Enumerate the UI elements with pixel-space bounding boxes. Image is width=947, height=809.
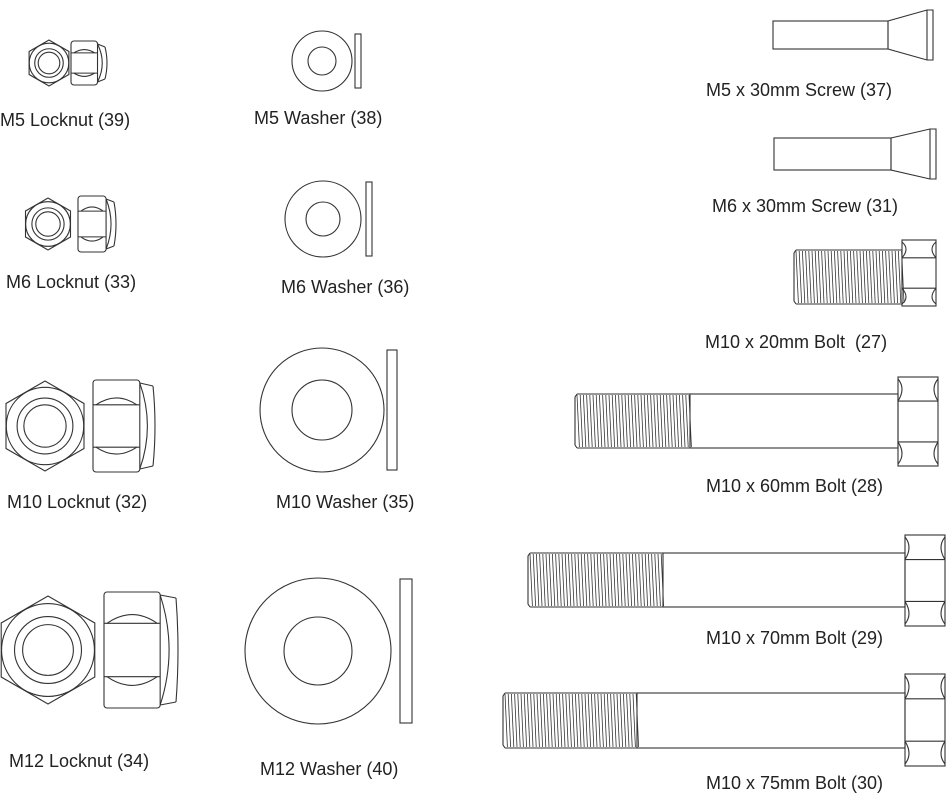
m10-75mm-bolt-label: M10 x 75mm Bolt (30) [706,773,884,793]
m6-30mm-screw-icon [773,128,937,180]
m10-60mm-bolt-icon [574,376,939,467]
m5-washer-label: M5 Washer (38) [254,108,383,128]
m5-screw-label: M5 x 30mm Screw (37) [706,80,893,100]
m6-locknut-icon [24,195,117,253]
m10-70mm-bolt-icon [527,534,946,627]
m5-30mm-screw-icon [772,9,934,61]
m10-20mm-bolt-label: M10 x 20mm Bolt (27) [705,332,888,352]
m12-washer-label: M12 Washer (40) [260,759,399,779]
m5-locknut-icon [28,39,108,87]
m10-locknut-label: M10 Locknut (32) [7,492,148,512]
m6-screw-label: M6 x 30mm Screw (31) [712,196,899,216]
m12-locknut-label: M12 Locknut (34) [9,751,150,771]
m10-60mm-bolt-label: M10 x 60mm Bolt (28) [706,476,884,496]
m6-washer-label: M6 Washer (36) [281,277,410,297]
m12-locknut-icon [0,591,179,709]
m12-washer-icon [244,577,413,725]
m5-locknut-label: M5 Locknut (39) [0,110,131,130]
m6-locknut-label: M6 Locknut (33) [6,272,137,292]
m10-20mm-bolt-icon [793,239,937,307]
m10-70mm-bolt-label: M10 x 70mm Bolt (29) [706,628,884,648]
m10-locknut-icon [5,379,156,473]
m6-washer-icon [284,180,373,258]
m10-washer-label: M10 Washer (35) [276,492,415,512]
m10-75mm-bolt-icon [502,673,946,767]
m10-washer-icon [259,347,398,473]
m5-washer-icon [291,30,362,92]
